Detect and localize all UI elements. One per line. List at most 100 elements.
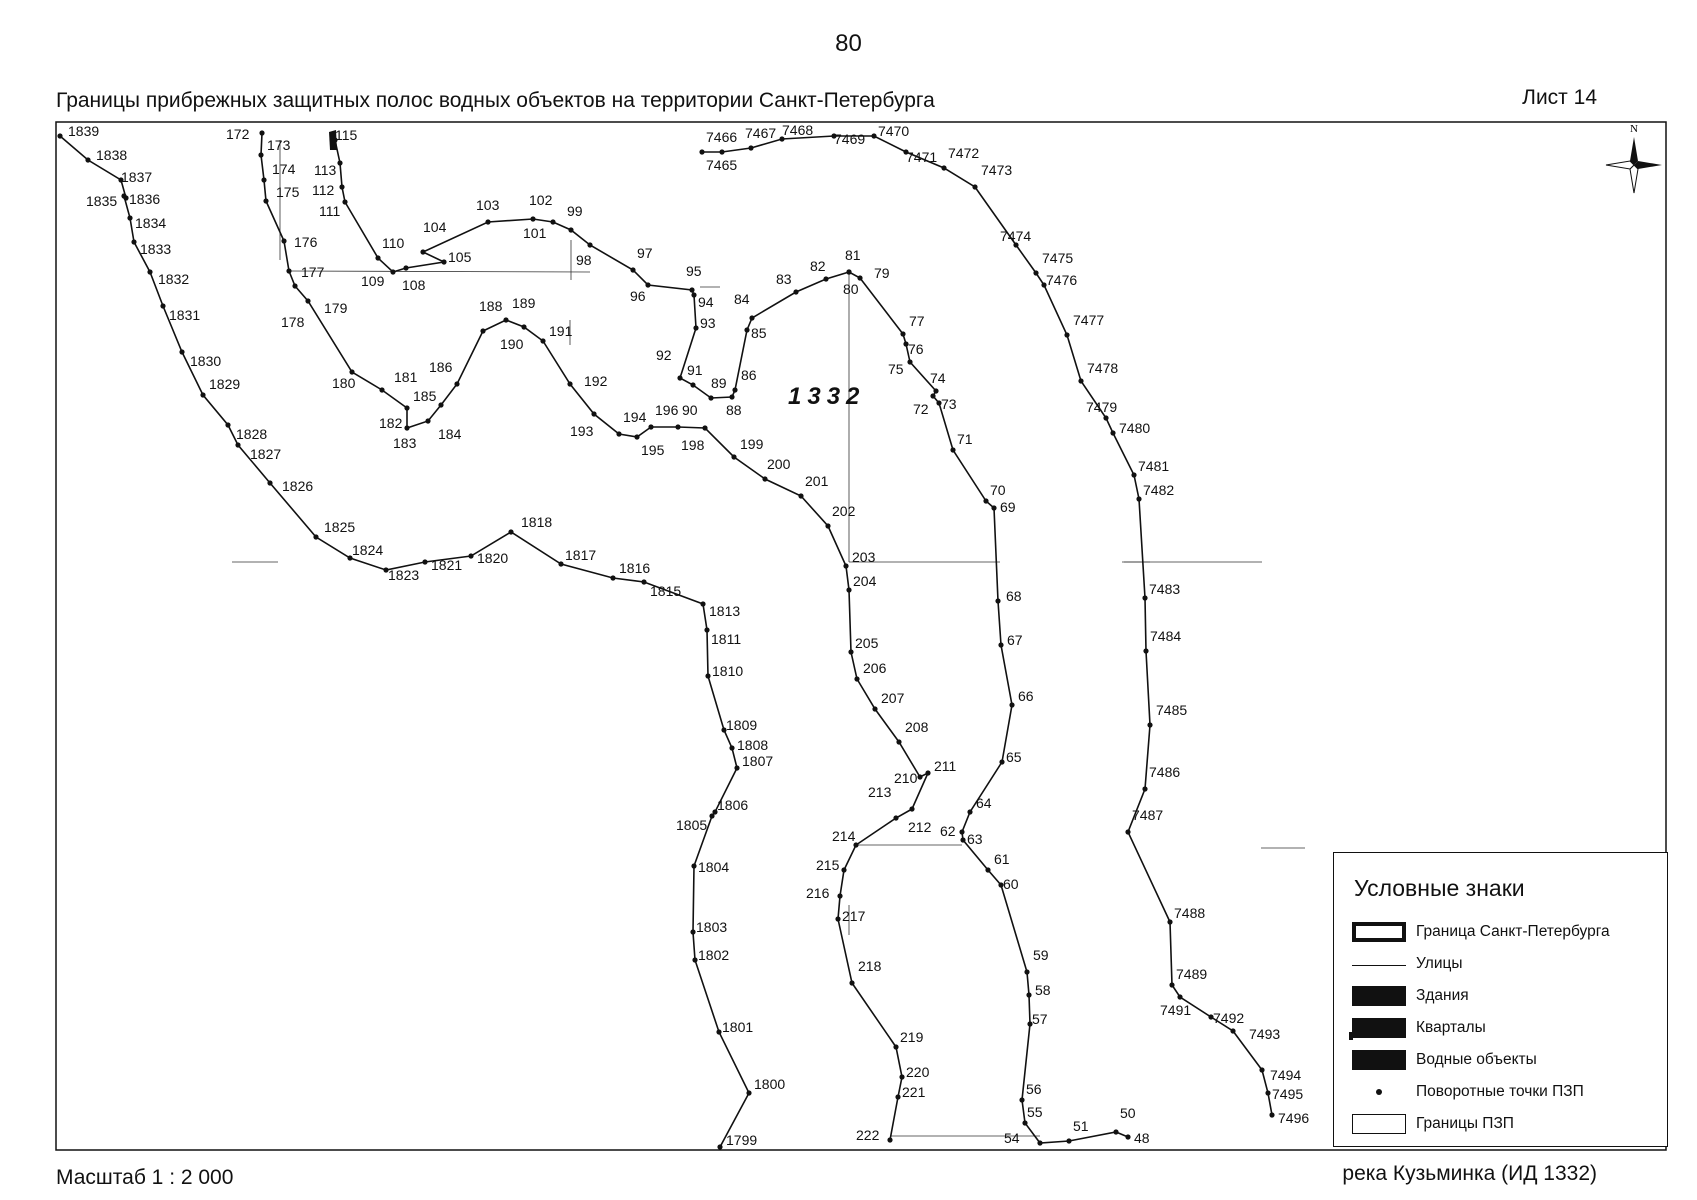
turning-point <box>261 177 267 183</box>
turning-point <box>281 238 287 244</box>
legend-item-buildings: Здания <box>1352 984 1469 1008</box>
turning-point-label: 1826 <box>282 478 313 494</box>
turning-point <box>691 863 697 869</box>
turning-point-label: 54 <box>1004 1130 1020 1146</box>
turning-point <box>1125 829 1131 835</box>
turning-point-label: 1806 <box>717 797 748 813</box>
turning-point <box>375 255 381 261</box>
turning-point-label: 108 <box>402 277 426 293</box>
turning-point <box>480 328 486 334</box>
turning-point-label: 1810 <box>712 663 743 679</box>
turning-point-label: 1834 <box>135 215 166 231</box>
turning-point <box>1142 595 1148 601</box>
legend-swatch-fill <box>1352 1050 1406 1070</box>
turning-points: 1839183818371836183518341833183218311830… <box>57 122 1309 1150</box>
turning-point-label: 214 <box>832 828 856 844</box>
turning-point <box>704 627 710 633</box>
turning-point <box>1019 1097 1025 1103</box>
turning-point-label: 7488 <box>1174 905 1205 921</box>
turning-point <box>941 165 947 171</box>
turning-point <box>225 422 231 428</box>
turning-point-label: 75 <box>888 361 904 377</box>
turning-point-label: 88 <box>726 402 742 418</box>
turning-point <box>967 809 973 815</box>
turning-point-label: 1838 <box>96 147 127 163</box>
turning-point-label: 81 <box>845 247 861 263</box>
turning-point <box>899 1074 905 1080</box>
turning-point <box>1259 1067 1265 1073</box>
turning-point <box>1064 332 1070 338</box>
turning-point-label: 1799 <box>726 1132 757 1148</box>
turning-point-label: 212 <box>908 819 932 835</box>
turning-point-label: 7473 <box>981 162 1012 178</box>
turning-point-label: 90 <box>682 402 698 418</box>
turning-point-label: 182 <box>379 415 403 431</box>
turning-point <box>841 867 847 873</box>
north-label: N <box>1630 123 1638 135</box>
legend-item-water: Водные объекты <box>1352 1048 1537 1072</box>
turning-point-label: 201 <box>805 473 829 489</box>
turning-point-label: 215 <box>816 857 840 873</box>
turning-point <box>895 1094 901 1100</box>
legend-swatch-block <box>1349 1018 1406 1040</box>
turning-point <box>530 216 536 222</box>
turning-point <box>313 534 319 540</box>
turning-point-label: 102 <box>529 192 553 208</box>
turning-point-label: 104 <box>423 219 447 235</box>
turning-point <box>347 555 353 561</box>
turning-point-label: 1832 <box>158 271 189 287</box>
turning-point-label: 68 <box>1006 588 1022 604</box>
turning-point-label: 7484 <box>1150 628 1181 644</box>
turning-point <box>610 575 616 581</box>
turning-point <box>508 529 514 535</box>
turning-point-label: 7485 <box>1156 702 1187 718</box>
turning-point-label: 57 <box>1032 1011 1048 1027</box>
turning-point <box>641 579 647 585</box>
turning-point <box>691 292 697 298</box>
turning-point <box>1167 919 1173 925</box>
legend-swatch-border <box>1352 922 1406 942</box>
turning-point-label: 96 <box>630 288 646 304</box>
legend-label: Граница Санкт-Петербурга <box>1416 923 1610 940</box>
turning-point <box>933 388 939 394</box>
turning-point <box>903 341 909 347</box>
legend-label: Улицы <box>1416 955 1463 972</box>
boundary-lines <box>59 132 1273 1148</box>
turning-point-label: 175 <box>276 184 300 200</box>
turning-point <box>846 587 852 593</box>
turning-point-label: 181 <box>394 369 418 385</box>
turning-point <box>1024 969 1030 975</box>
turning-point <box>441 259 447 265</box>
turning-point-label: 48 <box>1134 1130 1150 1146</box>
turning-point <box>259 130 265 136</box>
turning-point <box>1103 415 1109 421</box>
turning-point <box>567 381 573 387</box>
legend-item-turning-points: Поворотные точки ПЗП <box>1352 1080 1584 1104</box>
turning-point-label: 191 <box>549 323 573 339</box>
turning-point-label: 7471 <box>906 149 937 165</box>
turning-point-label: 63 <box>967 831 983 847</box>
turning-point-label: 70 <box>990 482 1006 498</box>
turning-point-label: 1818 <box>521 514 552 530</box>
turning-point-label: 183 <box>393 435 417 451</box>
building-marker <box>329 130 337 150</box>
turning-point-label: 1820 <box>477 550 508 566</box>
turning-point-label: 89 <box>711 375 727 391</box>
turning-point-label: 1828 <box>236 426 267 442</box>
turning-point-label: 7475 <box>1042 250 1073 266</box>
turning-point-label: 69 <box>1000 499 1016 515</box>
turning-point-label: 82 <box>810 258 826 274</box>
legend-swatch-line <box>1352 964 1406 966</box>
turning-point-label: 173 <box>267 137 291 153</box>
turning-point-label: 7466 <box>706 129 737 145</box>
turning-point-label: 1839 <box>68 123 99 139</box>
turning-point <box>837 893 843 899</box>
turning-point <box>420 249 426 255</box>
turning-point <box>846 269 852 275</box>
turning-point <box>200 392 206 398</box>
river-label: река Кузьминка (ИД 1332) <box>1342 1162 1597 1185</box>
turning-point <box>700 601 706 607</box>
turning-point <box>1078 378 1084 384</box>
turning-point <box>57 133 63 139</box>
turning-point-label: 1805 <box>676 817 707 833</box>
